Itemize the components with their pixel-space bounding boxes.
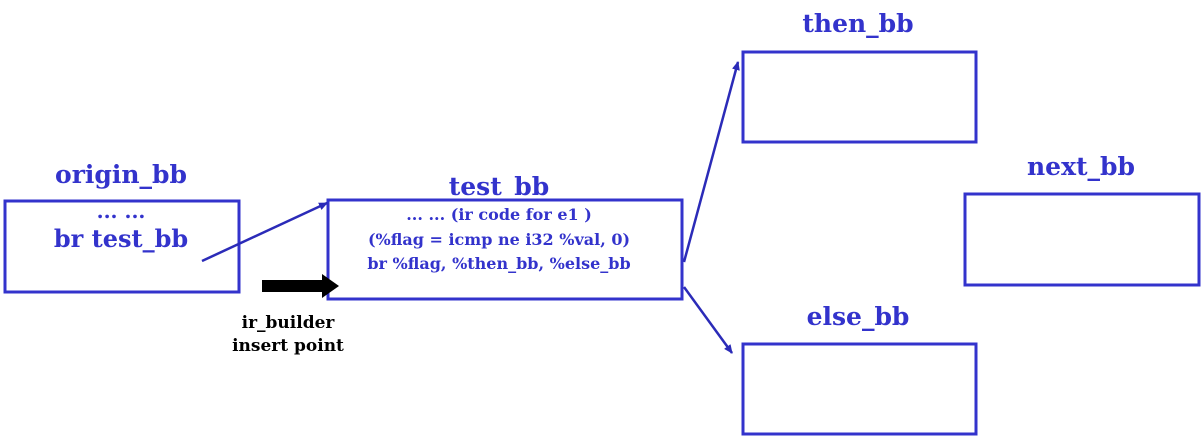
else-bb-box (741, 342, 978, 436)
test-bb-title: test_bb (449, 172, 550, 201)
next-bb-title: next_bb (1027, 152, 1135, 181)
else-bb-title: else_bb (807, 302, 910, 331)
then-bb-box (741, 50, 978, 144)
origin-bb-line: ... ... (97, 199, 146, 223)
edge-test-to-else (682, 286, 734, 354)
origin-bb-title: origin_bb (55, 160, 187, 189)
then-bb-title: then_bb (802, 9, 913, 38)
edge-test-to-then (682, 61, 740, 263)
test-bb-box (326, 198, 684, 301)
edge-origin-to-test (201, 201, 328, 263)
insert-point-label: ir_builder (242, 313, 336, 333)
insert-point-arrow-icon (262, 274, 339, 298)
test-bb-line: (%flag = icmp ne i32 %val, 0) (368, 230, 630, 249)
origin-bb-box (3, 199, 241, 294)
insert-point-label: insert point (232, 336, 344, 356)
test-bb-line: ... ... (ir code for e1 ) (406, 205, 592, 224)
test-bb-line: br %flag, %then_bb, %else_bb (367, 254, 630, 273)
origin-bb-line: br test_bb (54, 224, 188, 253)
next-bb-box (963, 192, 1201, 287)
